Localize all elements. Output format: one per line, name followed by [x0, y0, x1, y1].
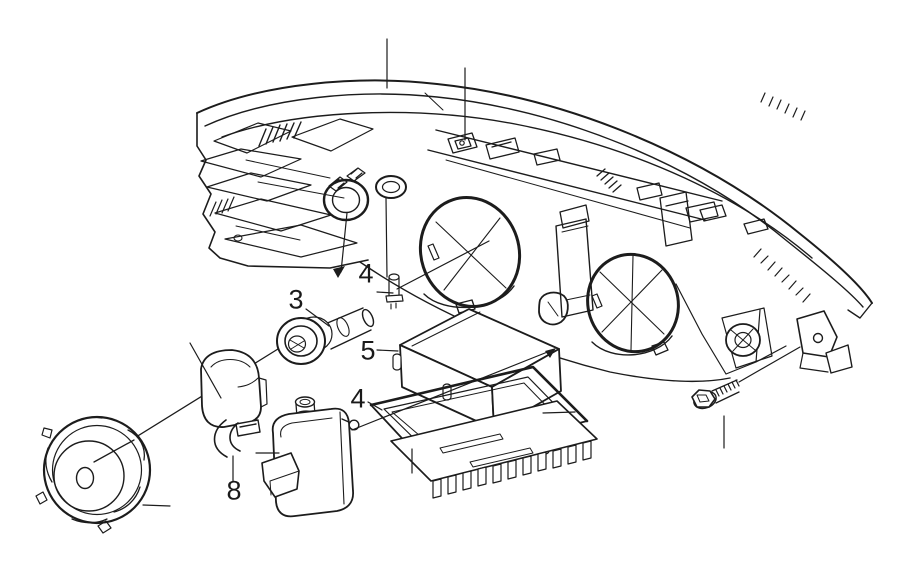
- leader-callout-5: [376, 349, 399, 352]
- callout-4: 4: [358, 258, 374, 289]
- right-housing-body: [675, 92, 811, 375]
- bulb-cover-cap: [200, 349, 268, 437]
- callout-4: 4: [350, 383, 366, 414]
- leader-bulb-ring-diagonal: [396, 240, 490, 290]
- heatsink-fins: [432, 440, 592, 499]
- bulb-socket-ring: [322, 167, 370, 222]
- leader-gasket-right: [542, 411, 576, 414]
- callout-8: 8: [226, 475, 242, 506]
- hid-bulb: [276, 307, 375, 365]
- leader-callout-4-lower: [367, 401, 383, 411]
- mounting-bracket-tab: [796, 310, 853, 374]
- leader-diagonal-to-right-bulb-hole: [351, 350, 551, 431]
- leveling-motor: [261, 396, 360, 518]
- leader-oval-to-bulb4: [385, 197, 388, 278]
- leader-callout-4-upper: [376, 291, 394, 294]
- right-bulb-hole: [538, 291, 569, 326]
- thread-marks: [715, 379, 740, 397]
- leader-round-cap: [142, 504, 171, 507]
- leader-bolt-axis: [738, 346, 801, 383]
- top-rail-and-clips: [427, 129, 769, 247]
- arrowhead: [545, 348, 556, 358]
- hatch-marks: [596, 168, 622, 193]
- hatch-marks: [760, 92, 806, 121]
- right-reflector-opening: [586, 252, 680, 356]
- leader-cover-cap: [189, 342, 222, 399]
- hatch-marks: [209, 196, 235, 217]
- small-bulb: [385, 273, 404, 310]
- small-bulb-hole: [375, 175, 407, 199]
- leader-socket-ring: [340, 212, 348, 273]
- callout-3: 3: [288, 284, 304, 315]
- leader-lines: [142, 38, 801, 507]
- retaining-wire-clip: [213, 419, 241, 458]
- hatch-marks: [258, 121, 302, 147]
- center-bracket: [555, 204, 594, 318]
- leader-callout-3: [305, 308, 330, 327]
- center-reflector-opening: [418, 196, 522, 314]
- heatsink-block: [390, 400, 598, 499]
- mounting-bolt: [691, 379, 740, 410]
- callout-5: 5: [360, 335, 376, 366]
- round-cover-cap: [35, 415, 152, 534]
- hatch-marks: [753, 248, 811, 303]
- housing-back-shell: [196, 111, 813, 383]
- lens-outline: [196, 79, 873, 319]
- arrowhead: [333, 266, 345, 278]
